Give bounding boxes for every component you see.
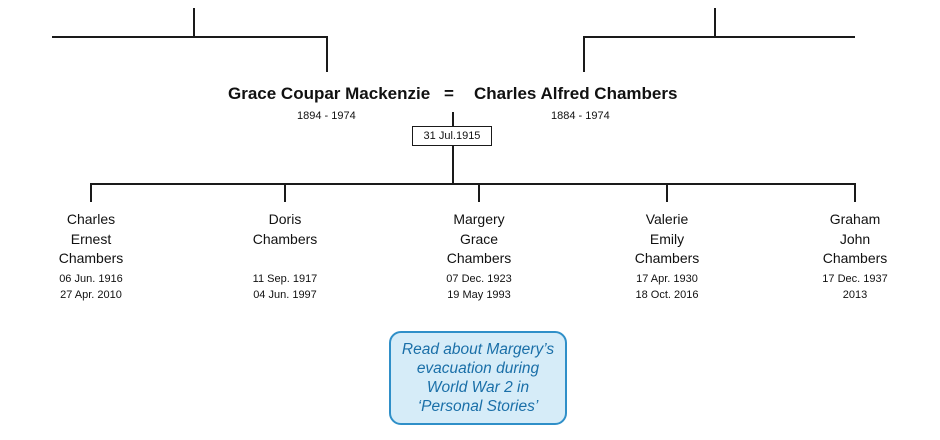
child-death-date: 19 May 1993	[447, 288, 511, 301]
child-birth-date: 06 Jun. 1916	[59, 272, 123, 285]
child-birth-date: 17 Dec. 1937	[822, 272, 888, 285]
personal-story-link[interactable]: Read about Margery’s evacuation during W…	[389, 331, 567, 425]
child-drop-line	[284, 183, 286, 202]
mother-sibling-bar	[52, 36, 328, 38]
father-name: Charles Alfred Chambers	[474, 84, 678, 103]
child-drop-line	[666, 183, 668, 202]
child-doris: Doris Chambers 11 Sep. 1917 04 Jun. 1997	[220, 210, 350, 302]
child-birth-date: 11 Sep. 1917	[252, 272, 318, 285]
child-name-spacer	[220, 249, 350, 269]
story-link-line: evacuation during	[416, 360, 540, 377]
child-death-date: 04 Jun. 1997	[253, 288, 317, 301]
children-bar	[90, 183, 856, 185]
story-link-line: ‘Personal Stories’	[417, 398, 539, 415]
child-name-line: John	[839, 230, 871, 247]
child-name-line: Doris	[268, 211, 302, 227]
marriage-upper-line	[452, 112, 454, 127]
child-margery-grace: Margery Grace Chambers 07 Dec. 1923 19 M…	[414, 210, 544, 302]
child-name-line: Emily	[649, 230, 685, 247]
father-dates: 1884 - 1974	[551, 110, 610, 122]
child-name-line: Margery	[453, 211, 505, 227]
child-birth-date: 07 Dec. 1923	[446, 272, 512, 285]
mother-descent-line	[326, 36, 328, 72]
child-name-line: Charles	[66, 211, 116, 227]
mother-name: Grace Coupar Mackenzie	[228, 84, 431, 103]
child-name-line: Chambers	[634, 250, 700, 266]
child-death-date: 18 Oct. 2016	[635, 288, 699, 301]
child-name-line: Chambers	[252, 230, 318, 247]
story-link-line: Read about Margery’s	[401, 341, 555, 358]
child-drop-line	[854, 183, 856, 202]
child-name-line: Grace	[459, 230, 499, 247]
child-name-line: Valerie	[645, 211, 689, 227]
child-death-date: 27 Apr. 2010	[60, 288, 122, 301]
child-name-line: Chambers	[58, 250, 124, 266]
father-ancestor-line	[714, 8, 716, 37]
child-charles-ernest: Charles Ernest Chambers 06 Jun. 1916 27 …	[26, 210, 156, 302]
mother-ancestor-line	[193, 8, 195, 37]
story-link-line: World War 2 in	[426, 379, 530, 396]
child-death-date: 2013	[842, 288, 868, 301]
child-drop-line	[478, 183, 480, 202]
child-name-line: Chambers	[822, 250, 888, 266]
marriage-equals-sign: =	[444, 84, 454, 103]
marriage-date-box: 31 Jul.1915	[412, 126, 492, 146]
child-name-line: Chambers	[446, 250, 512, 266]
child-drop-line	[90, 183, 92, 202]
marriage-lower-line	[452, 145, 454, 184]
child-graham-john: Graham John Chambers 17 Dec. 1937 2013	[790, 210, 920, 302]
child-valerie-emily: Valerie Emily Chambers 17 Apr. 1930 18 O…	[602, 210, 732, 302]
child-birth-date: 17 Apr. 1930	[636, 272, 698, 285]
father-descent-line	[583, 36, 585, 72]
child-name-line: Graham	[829, 211, 881, 227]
child-name-line: Ernest	[70, 230, 112, 247]
father-sibling-bar	[583, 36, 855, 38]
mother-dates: 1894 - 1974	[297, 110, 356, 122]
